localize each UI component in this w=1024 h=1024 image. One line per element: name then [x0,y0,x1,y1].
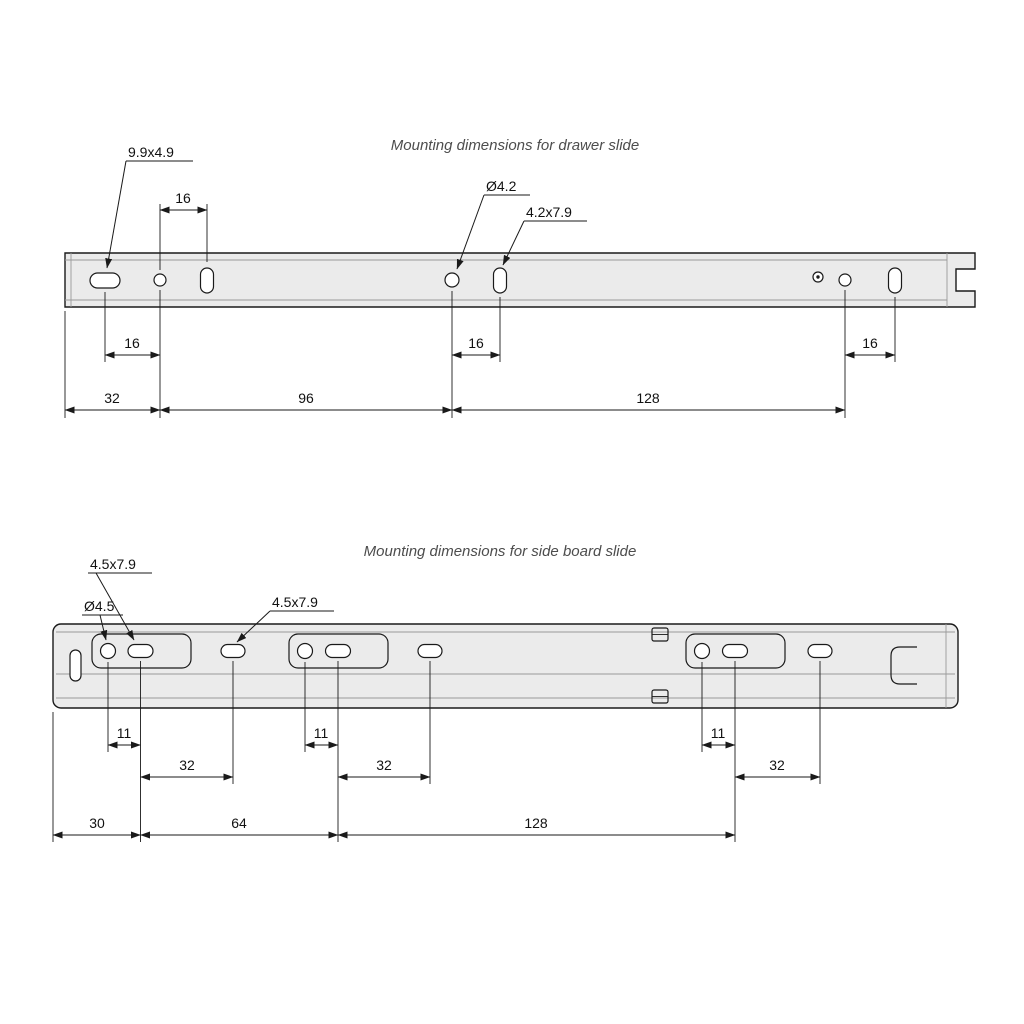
dimension-row-pitch-bottom: 32 32 32 [140,757,821,781]
dimension-row-offset: 11 11 11 [107,725,736,749]
callout-hole-4.5: Ø4.5 [82,598,123,641]
end-slot-left [69,649,82,682]
vertical-slot-right [887,267,903,294]
dimension-row-spacing: 32 96 128 [64,390,846,414]
dimension-label: 16 [124,335,140,351]
vertical-slot-mid [492,267,508,294]
dimension-row-spacing-bottom: 30 64 128 [52,815,736,839]
side-board-rail-profile-lines [56,624,955,708]
round-hole-right [838,273,852,287]
callout-label: 4.5x7.9 [272,594,318,610]
round-hole-4.2 [444,272,460,288]
callout-slot-4.2x7.9: 4.2x7.9 [502,204,587,266]
hole-group-outline-2 [288,633,389,669]
callout-leader [236,610,271,643]
slot-hole-4.5x7.9-2 [220,643,246,659]
callout-leader [105,160,127,269]
round-hole-4.5-1 [99,642,117,660]
dimension-label: 11 [314,725,329,741]
dimension-label: 64 [231,815,247,831]
side-board-rail-features [69,627,917,704]
extension-lines-top-drawing [64,204,896,418]
extension-lines-bottom-drawing [52,661,821,842]
slot-hole-4.5x7.9-1 [127,643,154,659]
callout-label: Ø4.2 [486,178,517,194]
dimension-label: 32 [376,757,392,773]
dimension-label: 16 [175,190,191,206]
callout-slot-9.9x4.9: 9.9x4.9 [105,144,193,269]
dimension-label: 11 [117,725,132,741]
vertical-slot-left [199,267,215,294]
dimension-label: 128 [636,390,660,406]
callout-label: 4.5x7.9 [90,556,136,572]
drawing-title-top: Mounting dimensions for drawer slide [391,137,639,154]
hole-group-outline-1 [91,633,192,669]
side-board-slide-drawing: Mounting dimensions for side board slide [52,543,959,842]
round-hole-4.5-3 [693,642,711,660]
callout-leader [95,572,135,641]
dimension-pitch-above: 16 [159,190,208,214]
callout-slot-mid: 4.5x7.9 [236,594,334,643]
dimension-row-pitch: 16 16 16 [104,335,896,359]
drawer-rail-body [64,252,976,308]
round-hole-4.5-2 [296,642,314,660]
end-bracket-right [890,646,917,685]
dimension-label: 30 [89,815,105,831]
callout-label: 4.2x7.9 [526,204,572,220]
dimension-label: 128 [524,815,548,831]
dimension-label: 32 [104,390,120,406]
callout-label: Ø4.5 [84,598,115,614]
slot-hole-4.5x7.9-5 [721,643,749,659]
dimension-label: 16 [862,335,878,351]
dimension-label: 16 [468,335,484,351]
dimension-label: 32 [769,757,785,773]
round-hole-left [153,273,167,287]
drawer-slide-drawing: Mounting dimensions for drawer slide 9.9… [64,137,976,418]
callout-leader [99,614,108,641]
callout-label: 9.9x4.9 [128,144,174,160]
callout-slot-front: 4.5x7.9 [88,556,152,641]
slot-hole-4.5x7.9-4 [417,643,443,659]
slot-hole-4.5x7.9-6 [807,643,833,659]
dimension-label: 11 [711,725,726,741]
drawing-title-bottom: Mounting dimensions for side board slide [364,543,637,560]
dimension-label: 96 [298,390,314,406]
drawer-rail-holes [89,267,903,294]
hole-group-outline-3 [685,633,786,669]
callout-leader [502,220,525,266]
callout-leader [456,194,485,270]
slot-hole-9.9x4.9 [89,272,121,289]
slot-hole-4.5x7.9-3 [324,643,352,659]
rivet-center [816,275,820,279]
dimension-label: 32 [179,757,195,773]
callout-hole-4.2: Ø4.2 [456,178,530,270]
